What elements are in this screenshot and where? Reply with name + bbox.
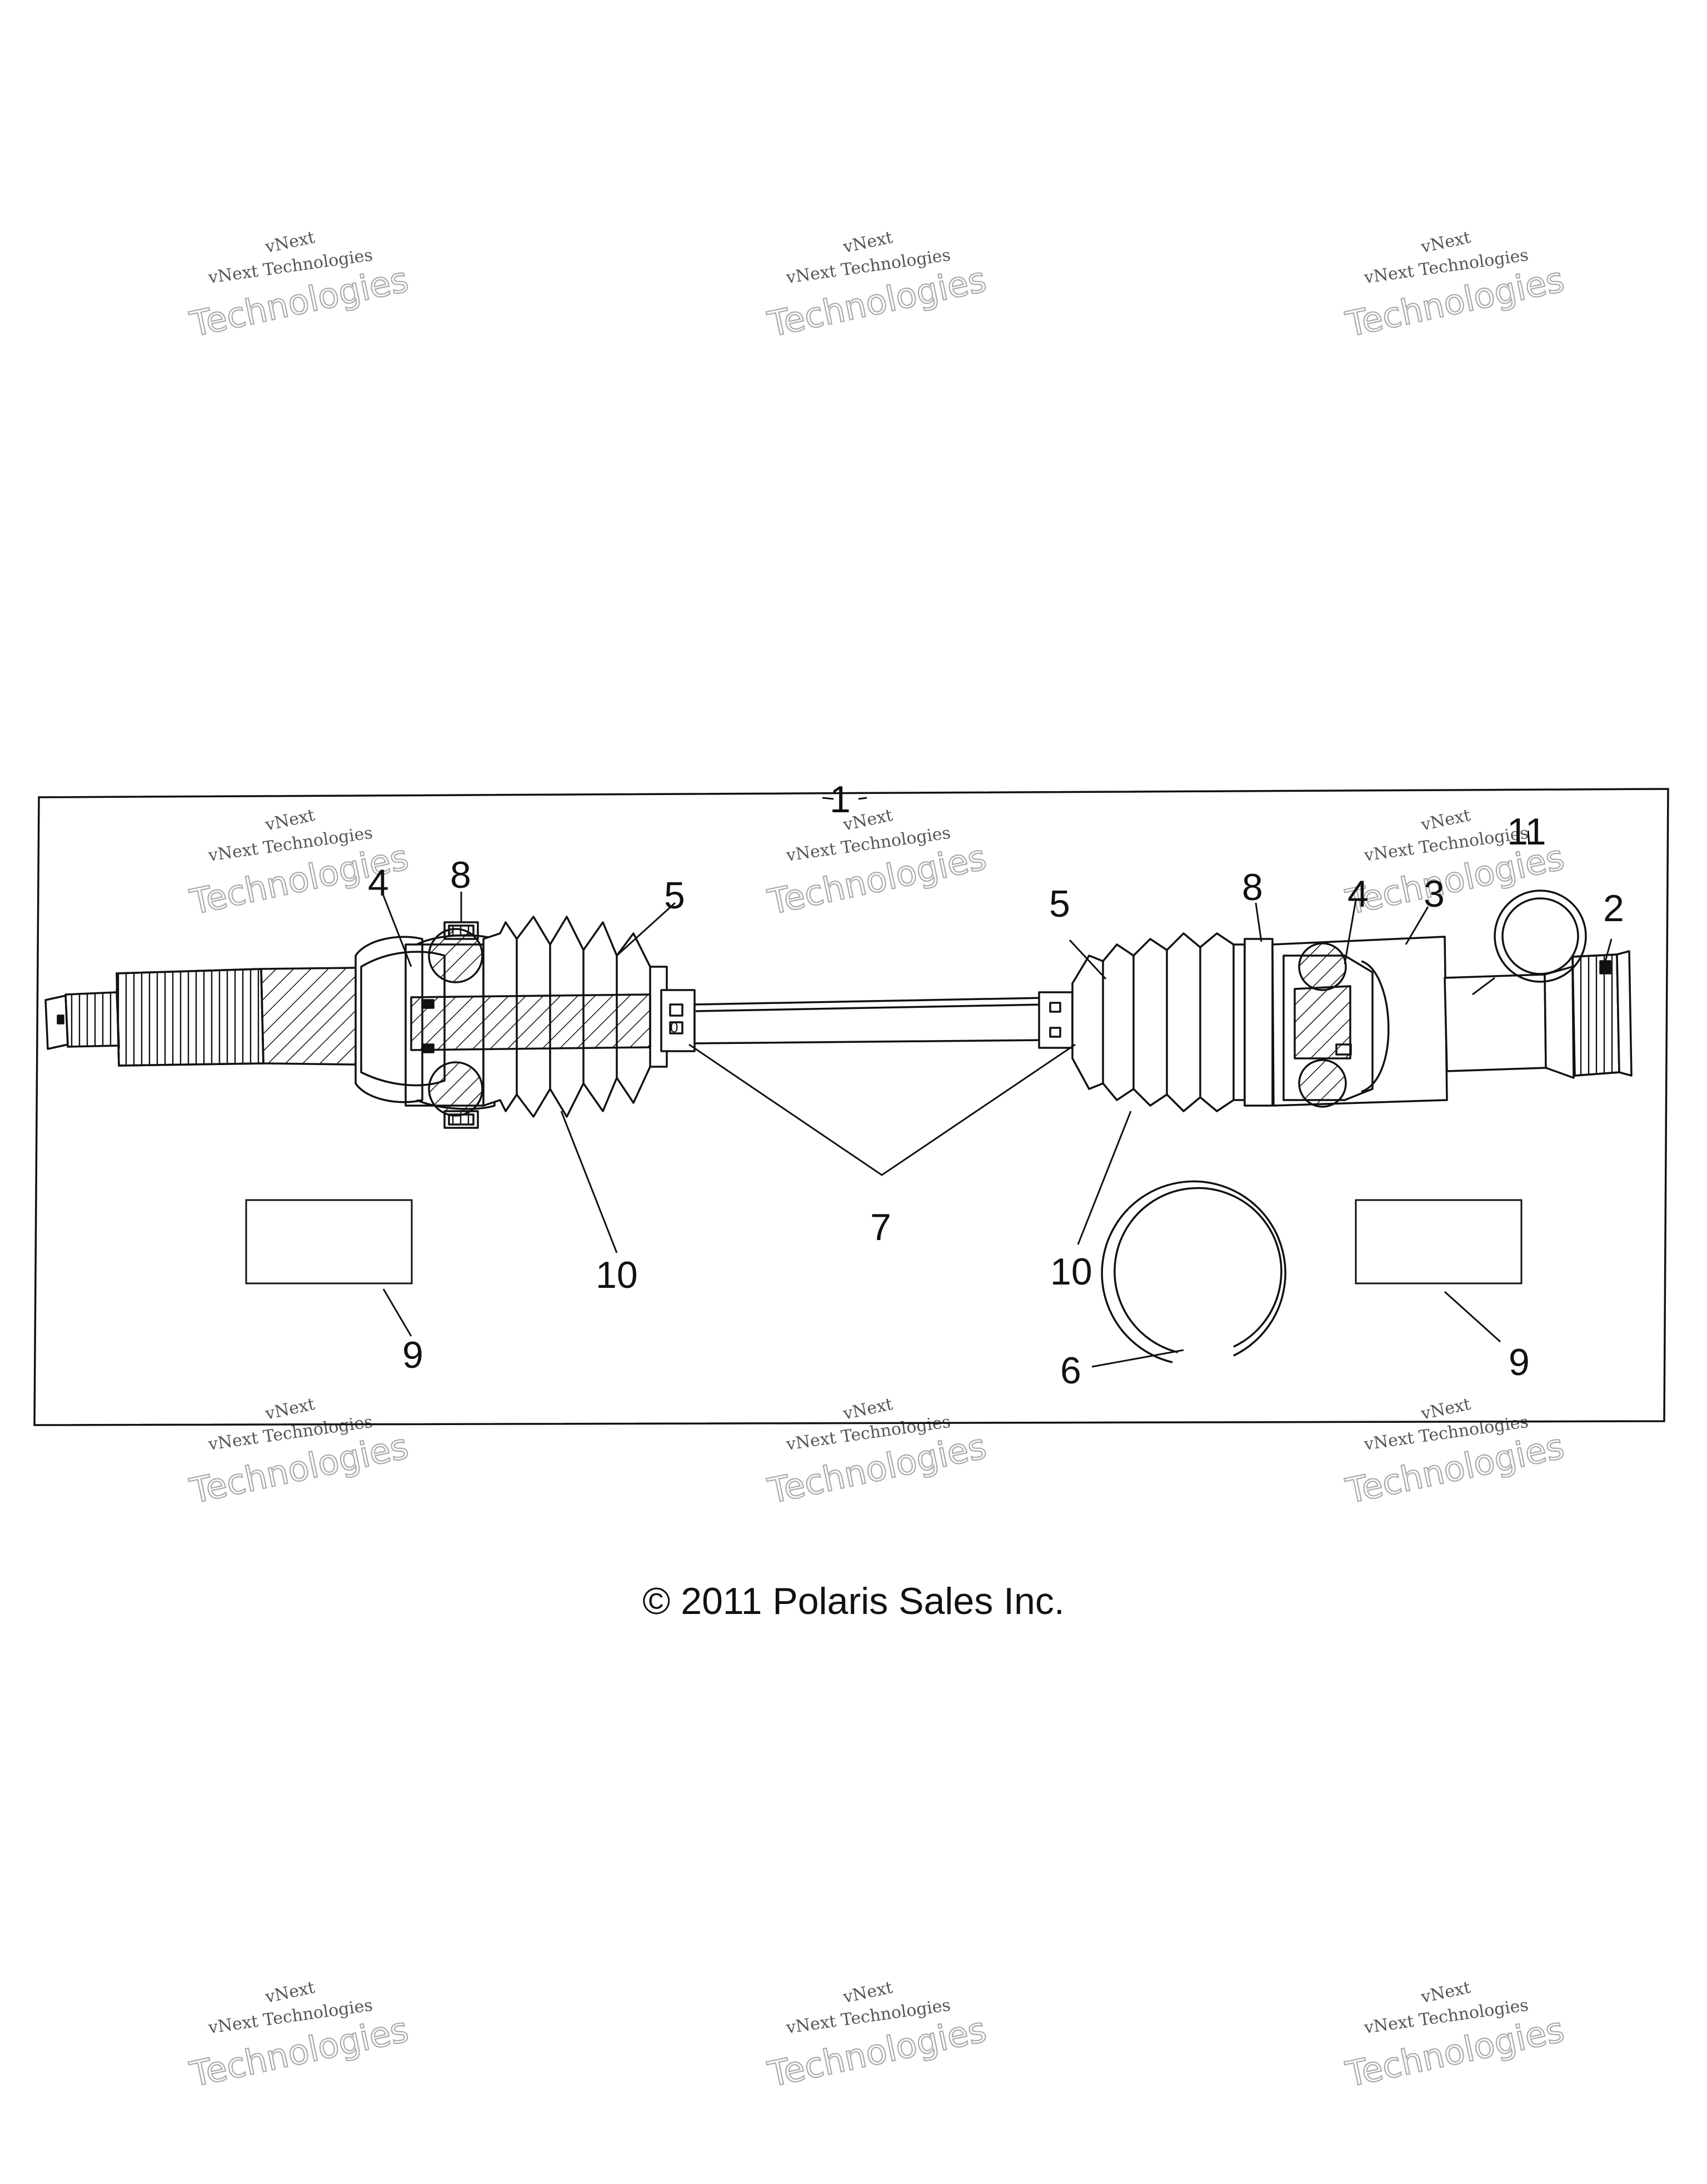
watermark: vNext vNext Technologies Technologies	[1341, 1978, 1568, 2096]
callout-1: 1	[830, 778, 851, 821]
decal-left-part	[245, 1199, 413, 1285]
svg-text:vNext: vNext	[841, 228, 894, 257]
decal-right-part	[1355, 1199, 1523, 1285]
svg-text:vNext: vNext	[841, 1395, 894, 1424]
left-inner-shaft	[410, 993, 651, 1051]
callout-10-left: 10	[596, 1254, 638, 1296]
right-boot-clamp	[1244, 938, 1274, 1107]
svg-text:vNext: vNext	[1419, 806, 1472, 835]
watermark: vNext vNext Technologies Technologies	[186, 1978, 412, 2096]
callout-3: 3	[1424, 873, 1445, 915]
callout-4-right: 4	[1347, 873, 1369, 915]
callout-10-right: 10	[1050, 1251, 1092, 1293]
callout-9-right: 9	[1509, 1341, 1530, 1383]
copyright-notice: © 2011 Polaris Sales Inc.	[642, 1580, 1064, 1622]
callout-4-left: 4	[368, 862, 389, 904]
watermark: vNext vNext Technologies Technologies	[763, 806, 990, 923]
callout-2: 2	[1603, 887, 1624, 929]
left-spline-stub	[116, 968, 264, 1067]
callout-5-left: 5	[664, 874, 685, 917]
leader-lines	[382, 797, 1613, 1368]
left-shaft-tip	[44, 988, 120, 1050]
callout-6: 6	[1060, 1350, 1081, 1392]
svg-text:0: 0	[670, 1019, 678, 1036]
svg-text:vNext: vNext	[1419, 1395, 1472, 1424]
watermark: vNext vNext Technologies Technologies	[186, 1395, 412, 1512]
watermark-layer: vNext vNext Technologies Technologies vN…	[186, 228, 1568, 2096]
callout-9-left: 9	[402, 1334, 423, 1376]
callout-8-left: 8	[450, 854, 471, 896]
watermark: vNext vNext Technologies Technologies	[1341, 1395, 1568, 1512]
svg-text:vNext: vNext	[1419, 228, 1472, 257]
callout-5-right: 5	[1049, 883, 1070, 925]
right-stub-shaft	[1444, 966, 1575, 1079]
callout-8-right: 8	[1242, 866, 1263, 908]
axle-shaft	[693, 997, 1047, 1044]
callouts: 1 2 3 4 4 5 5 6 7 8 8 9 9 10 10 11	[368, 778, 1624, 1392]
right-shaft-collar	[1038, 991, 1074, 1049]
watermark: vNext vNext Technologies Technologies	[763, 1395, 990, 1512]
svg-text:vNext: vNext	[841, 1978, 894, 2007]
svg-text:vNext: vNext	[263, 1978, 316, 2007]
retaining-ring-part	[1101, 1180, 1286, 1363]
watermark: vNext vNext Technologies Technologies	[186, 228, 412, 346]
right-boot	[1071, 932, 1246, 1112]
callout-7: 7	[870, 1206, 891, 1248]
watermark: vNext vNext Technologies Technologies	[1341, 228, 1568, 346]
drive-shaft-assembly: 0	[44, 916, 1633, 1129]
watermark: vNext vNext Technologies Technologies	[763, 1978, 990, 2096]
left-boot-clamp: 0	[660, 989, 696, 1052]
watermark: vNext vNext Technologies Technologies	[763, 228, 990, 346]
callout-11: 11	[1507, 811, 1546, 853]
left-ball-cage	[405, 921, 485, 1129]
svg-text:vNext: vNext	[263, 806, 316, 835]
left-cv-housing	[260, 934, 496, 1110]
svg-text:vNext: vNext	[1419, 1978, 1472, 2007]
loose-parts	[245, 889, 1587, 1363]
svg-text:vNext: vNext	[263, 1395, 316, 1424]
right-cv-housing	[1271, 936, 1448, 1108]
watermark-line1: vNext	[263, 228, 316, 257]
right-spline-tip	[1571, 950, 1633, 1077]
assembly-frame	[33, 788, 1669, 1426]
o-ring-part	[1494, 889, 1587, 983]
